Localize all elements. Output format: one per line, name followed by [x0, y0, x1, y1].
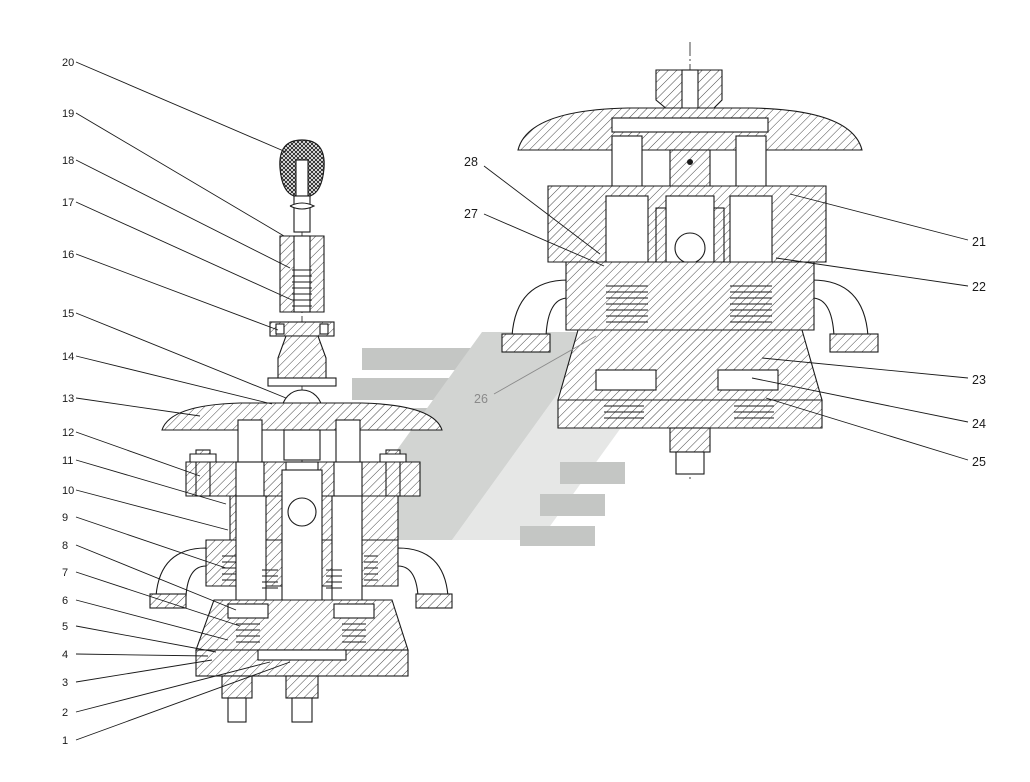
callout-22: 22: [972, 280, 986, 294]
left-callouts: 20 19 18 17 16 15 14 13 12 11 10 9 8 7 6…: [62, 57, 293, 747]
right-callouts: 28 27 26 21 22 23 24 25: [464, 155, 986, 469]
callout-18: 18: [62, 155, 74, 167]
callout-9: 9: [62, 512, 68, 524]
callout-19: 19: [62, 108, 74, 120]
callout-12: 12: [62, 427, 74, 439]
callout-13: 13: [62, 393, 74, 405]
callout-1: 1: [62, 735, 68, 747]
callout-24: 24: [972, 417, 986, 431]
callout-17: 17: [62, 197, 74, 209]
callout-3: 3: [62, 677, 68, 689]
callout-14: 14: [62, 351, 74, 363]
callout-7: 7: [62, 567, 68, 579]
callout-26: 26: [474, 392, 488, 406]
callout-25: 25: [972, 455, 986, 469]
left-valve-assembly: [149, 139, 453, 723]
callout-21: 21: [972, 235, 986, 249]
callout-27: 27: [464, 207, 478, 221]
callout-10: 10: [62, 485, 74, 497]
callout-20: 20: [62, 57, 74, 69]
callout-15: 15: [62, 308, 74, 320]
callout-23: 23: [972, 373, 986, 387]
callout-28: 28: [464, 155, 478, 169]
callout-4: 4: [62, 649, 68, 661]
callout-6: 6: [62, 595, 68, 607]
callout-2: 2: [62, 707, 68, 719]
callout-5: 5: [62, 621, 68, 633]
handle-knob: [279, 139, 325, 197]
right-valve-assembly: [501, 42, 879, 482]
callout-8: 8: [62, 540, 68, 552]
callout-11: 11: [62, 455, 73, 467]
callout-16: 16: [62, 249, 74, 261]
